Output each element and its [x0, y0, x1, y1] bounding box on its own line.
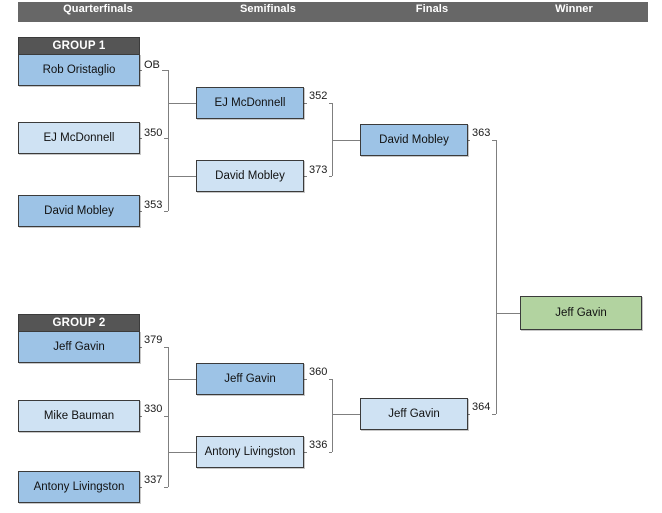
connector-v-1 — [168, 138, 169, 211]
final-box[interactable]: Jeff Gavin — [360, 398, 468, 430]
semifinal-name: David Mobley — [215, 170, 285, 182]
quarterfinal-score: 350 — [142, 126, 165, 141]
quarterfinal-score: 337 — [142, 473, 165, 488]
connector-v-2 — [168, 347, 169, 416]
final-score: 364 — [470, 400, 493, 415]
semifinal-name: Jeff Gavin — [224, 373, 276, 385]
semifinal-box[interactable]: Jeff Gavin — [196, 363, 304, 395]
final-box[interactable]: David Mobley — [360, 124, 468, 156]
round-header-3: Winner — [555, 3, 593, 15]
quarterfinal-box[interactable]: Rob Oristaglio — [18, 54, 140, 86]
quarterfinal-name: Jeff Gavin — [53, 341, 105, 353]
connector-h-12 — [332, 140, 360, 141]
round-header-1: Semifinals — [239, 3, 297, 15]
quarterfinal-box[interactable]: Antony Livingston — [18, 471, 140, 503]
connector-h-15 — [332, 414, 360, 415]
connector-v-6 — [496, 140, 497, 414]
final-name: Jeff Gavin — [388, 408, 440, 420]
quarterfinal-box[interactable]: David Mobley — [18, 195, 140, 227]
round-header-0: Quarterfinals — [63, 3, 133, 15]
semifinal-box[interactable]: David Mobley — [196, 160, 304, 192]
semifinal-box[interactable]: Antony Livingston — [196, 436, 304, 468]
connector-v-0 — [168, 70, 169, 138]
connector-h-18 — [496, 313, 520, 314]
semifinal-name: EJ McDonnell — [214, 97, 286, 109]
quarterfinal-name: Antony Livingston — [33, 481, 125, 493]
round-header-bar — [18, 2, 648, 22]
connector-h-8 — [168, 379, 196, 380]
group-header-2: GROUP 2 — [18, 314, 140, 331]
semifinal-name: Antony Livingston — [204, 446, 296, 458]
winner-box[interactable]: Jeff Gavin — [520, 296, 642, 330]
quarterfinal-score: OB — [142, 58, 162, 73]
quarterfinal-box[interactable]: EJ McDonnell — [18, 122, 140, 154]
connector-v-5 — [332, 379, 333, 452]
quarterfinal-name: EJ McDonnell — [43, 132, 115, 144]
connector-h-3 — [168, 103, 196, 104]
quarterfinal-name: Mike Bauman — [43, 410, 115, 422]
connector-v-4 — [332, 103, 333, 176]
semifinal-box[interactable]: EJ McDonnell — [196, 87, 304, 119]
quarterfinal-score: 353 — [142, 198, 165, 213]
winner-name: Jeff Gavin — [555, 307, 607, 319]
quarterfinal-score: 379 — [142, 333, 165, 348]
semifinal-score: 360 — [307, 365, 330, 380]
connector-h-4 — [168, 176, 196, 177]
final-score: 363 — [470, 126, 493, 141]
semifinal-score: 373 — [307, 163, 330, 178]
group-header-1: GROUP 1 — [18, 37, 140, 54]
round-header-2: Finals — [415, 3, 449, 15]
quarterfinal-name: David Mobley — [44, 205, 114, 217]
quarterfinal-name: Rob Oristaglio — [42, 64, 116, 76]
quarterfinal-score: 330 — [142, 402, 165, 417]
final-name: David Mobley — [379, 134, 449, 146]
semifinal-score: 352 — [307, 89, 330, 104]
semifinal-score: 336 — [307, 438, 330, 453]
connector-h-9 — [168, 452, 196, 453]
connector-v-3 — [168, 416, 169, 487]
quarterfinal-box[interactable]: Jeff Gavin — [18, 331, 140, 363]
quarterfinal-box[interactable]: Mike Bauman — [18, 400, 140, 432]
